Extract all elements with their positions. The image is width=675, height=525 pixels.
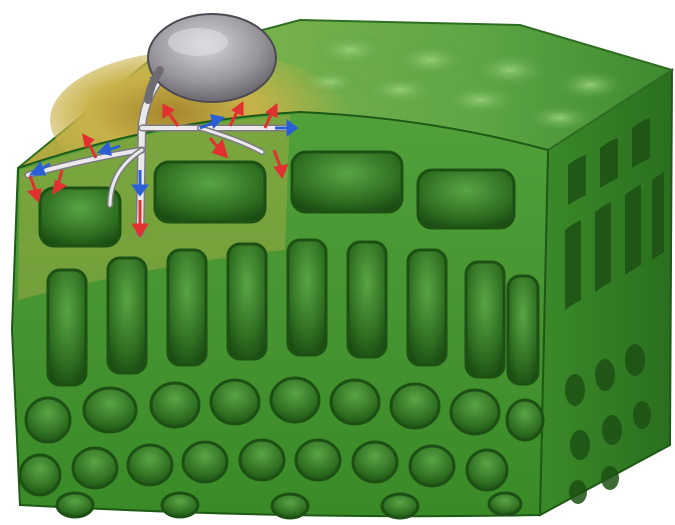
fungal-spore (148, 14, 276, 102)
spore-highlight (168, 28, 228, 56)
